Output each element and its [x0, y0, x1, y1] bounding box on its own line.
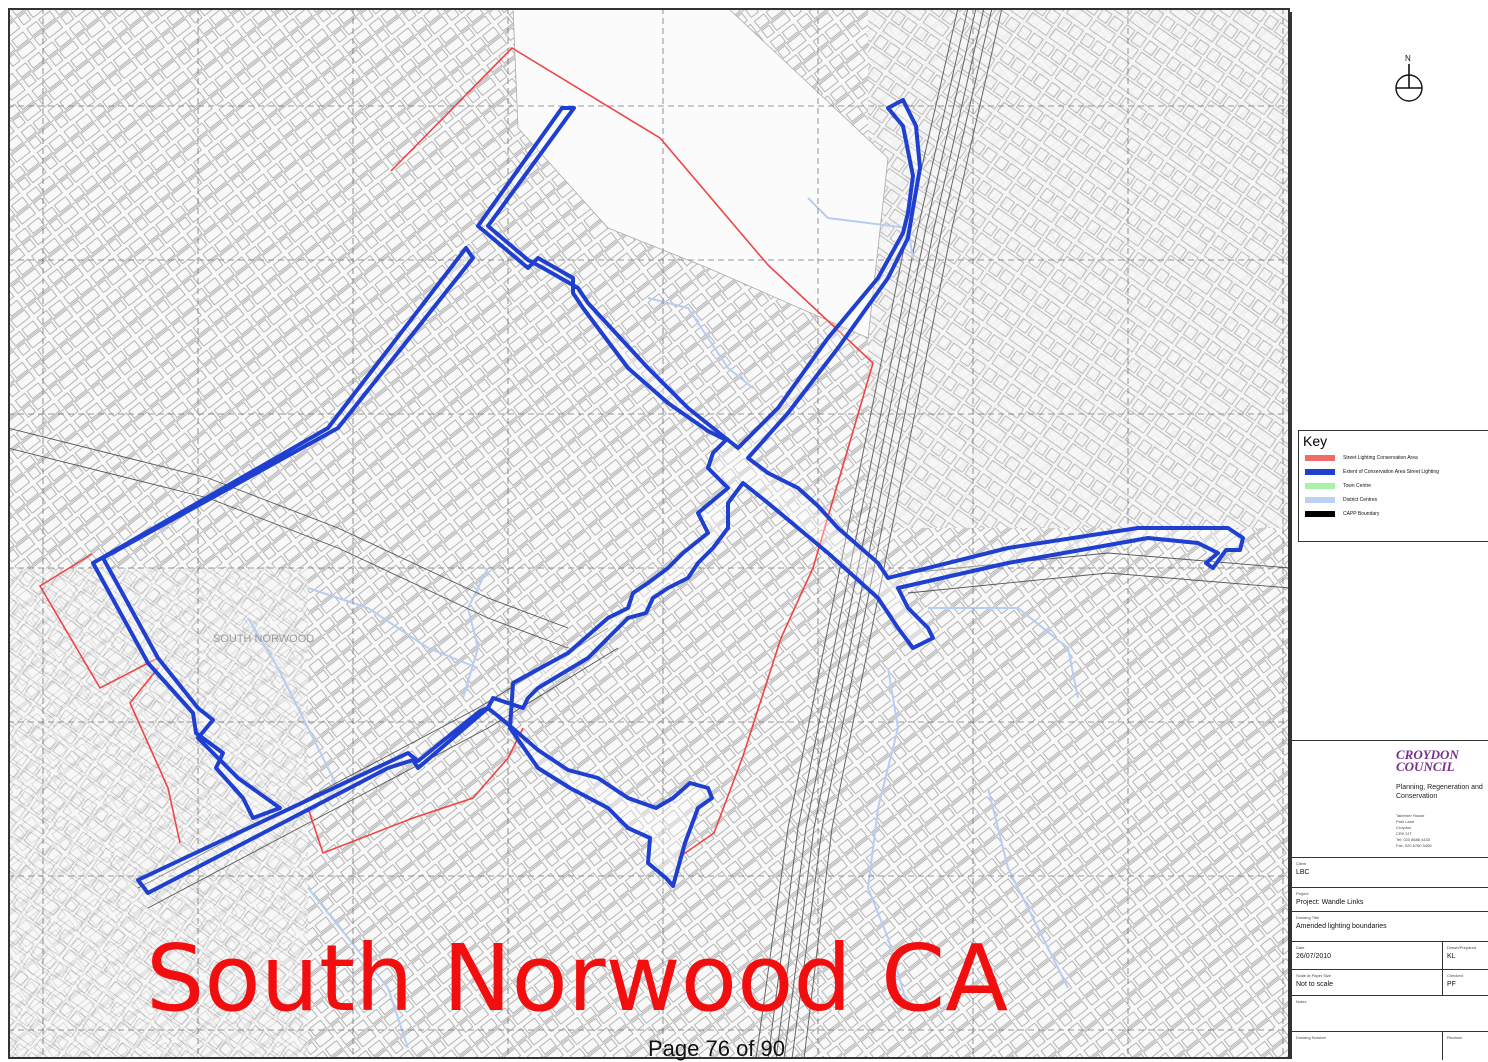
date-value: 26/07/2010: [1296, 953, 1332, 960]
client-value: LBC: [1296, 869, 1310, 876]
date-row: Date 26/07/2010 Drawn/Prepared KL: [1292, 941, 1488, 970]
project-row: Project Project: Wandle Links: [1292, 887, 1488, 912]
drawing-title-label: Drawing Title: [1296, 915, 1320, 920]
drawn-label: Drawn/Prepared: [1447, 945, 1477, 950]
key-label: Street Lighting Conservation Area: [1343, 455, 1418, 461]
date-label: Date: [1296, 945, 1305, 950]
drawing-title-value: Amended lighting boundaries: [1296, 923, 1387, 930]
district-centre-boundary: [247, 197, 1079, 1049]
conservation-area-boundary-south: [307, 727, 524, 855]
conservation-area-boundary-north: [390, 46, 874, 859]
revision-label: Revision: [1447, 1035, 1463, 1040]
council-block: CROYDON COUNCIL Planning, Regeneration a…: [1292, 740, 1488, 881]
map-buildings-east: [868, 8, 1290, 528]
map-buildings-southwest: [8, 568, 308, 1059]
key-swatch: [1305, 469, 1335, 475]
map-key: Key Street Lighting Conservation Area Ex…: [1298, 430, 1488, 542]
conservation-area-boundary-southwest: [129, 667, 181, 844]
key-item-conservation-area: Street Lighting Conservation Area: [1305, 451, 1488, 465]
project-label: Project: [1296, 891, 1309, 896]
key-label: Town Centre: [1343, 483, 1372, 489]
scale-value: Not to scale: [1296, 981, 1333, 988]
svg-text:N: N: [1405, 54, 1411, 63]
drawing-number-row: Drawing Number Revision: [1292, 1031, 1488, 1060]
map-title: South Norwood CA: [146, 925, 1009, 1032]
key-swatch: [1305, 455, 1335, 461]
croydon-council-logo: CROYDON COUNCIL: [1396, 747, 1459, 774]
key-label: Extent of Conservation Area Street Light…: [1343, 469, 1439, 475]
key-title: Key: [1303, 433, 1328, 449]
department-name: Planning, Regeneration and Conservation: [1396, 784, 1483, 800]
title-panel: N Key Street Lighting Conservation Area …: [1290, 12, 1488, 1060]
logo-line: COUNCIL: [1396, 759, 1455, 774]
key-label: District Centres: [1343, 497, 1378, 503]
drawing-number-label: Drawing Number: [1296, 1035, 1327, 1040]
drawn-cell: Drawn/Prepared KL: [1442, 942, 1488, 970]
map-grid: [8, 8, 1290, 1059]
revision-cell: Revision: [1442, 1032, 1488, 1060]
drawing-title-row: Drawing Title Amended lighting boundarie…: [1292, 911, 1488, 942]
checked-value: PF: [1447, 981, 1456, 988]
street-lighting-extent: [136, 98, 1245, 895]
checked-cell: Checked PF: [1442, 970, 1488, 996]
map-canvas: SOUTH NORWOOD: [8, 8, 1290, 1059]
key-item-capp-boundary: CAPP Boundary: [1305, 507, 1488, 521]
key-item-town-centre: Town Centre: [1305, 479, 1488, 493]
key-item-district-centres: District Centres: [1305, 493, 1488, 507]
key-swatch: [1305, 511, 1335, 517]
client-row: Client LBC: [1292, 857, 1488, 888]
logo-line: CROYDON: [1396, 747, 1459, 762]
scale-label: Scale at Paper Size: [1296, 973, 1332, 978]
council-address: Taberner House Park Lane Croydon CR9 1JT…: [1396, 813, 1432, 848]
key-swatch: [1305, 483, 1335, 489]
drawn-value: KL: [1447, 953, 1456, 960]
project-value: Project: Wandle Links: [1296, 899, 1364, 906]
key-item-street-lighting: Extent of Conservation Area Street Light…: [1305, 465, 1488, 479]
roads: [8, 427, 1290, 909]
key-swatch: [1305, 497, 1335, 503]
place-label-south-norwood: SOUTH NORWOOD: [213, 633, 314, 645]
client-label: Client: [1296, 861, 1307, 866]
map-open-ground: [512, 8, 889, 339]
notes-row: Notes: [1292, 995, 1488, 1032]
conservation-area-boundary-west: [38, 553, 159, 690]
notes-label: Notes: [1296, 999, 1307, 1004]
page-number: Page 76 of 90: [648, 1036, 786, 1061]
scale-row: Scale at Paper Size Not to scale Checked…: [1292, 969, 1488, 996]
checked-label: Checked: [1447, 973, 1463, 978]
street-lighting-extent-west: [91, 246, 475, 820]
key-label: CAPP Boundary: [1343, 511, 1380, 517]
north-arrow-icon: N: [1395, 54, 1423, 102]
